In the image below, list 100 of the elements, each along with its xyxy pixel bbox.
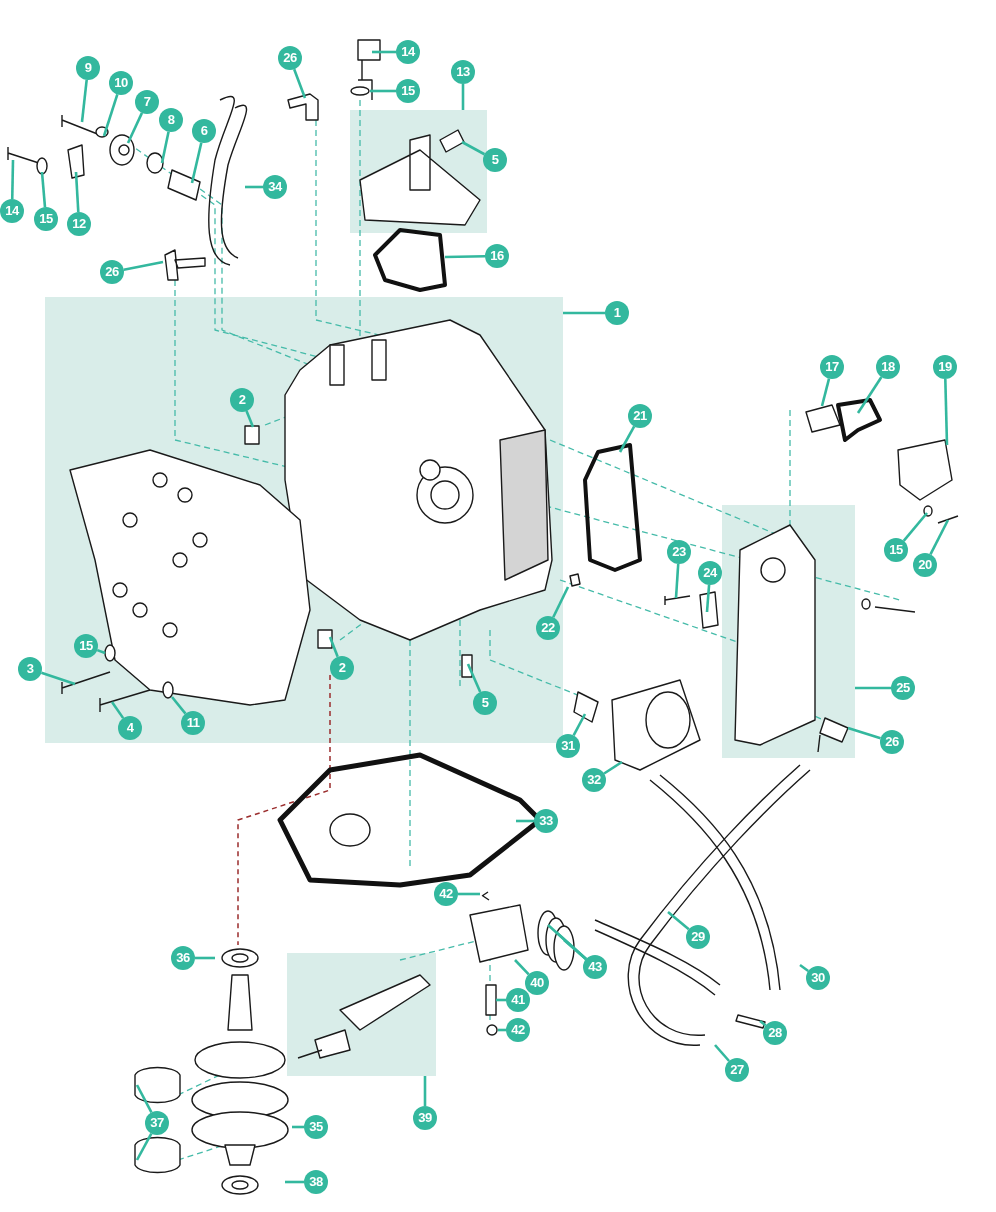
callout-number: 15	[34, 207, 58, 231]
callout-number: 13	[451, 60, 475, 84]
callout-number: 25	[891, 676, 915, 700]
leader-line	[135, 1084, 153, 1113]
callout-number: 18	[876, 355, 900, 379]
leader-line	[328, 636, 339, 658]
callout-number: 14	[396, 40, 420, 64]
callout-number: 15	[884, 538, 908, 562]
leader-line	[944, 378, 949, 446]
callout-number: 15	[396, 79, 420, 103]
callout-number: 41	[506, 988, 530, 1012]
callout-number: 21	[628, 404, 652, 428]
callout-number: 23	[667, 540, 691, 564]
callout-number: 34	[263, 175, 287, 199]
callout-number: 29	[686, 925, 710, 949]
callout-number: 26	[278, 46, 302, 70]
leader-line	[759, 1020, 767, 1027]
leader-line	[799, 963, 810, 973]
callout-number: 2	[230, 388, 254, 412]
leader-line	[516, 819, 534, 823]
leader-line	[80, 79, 88, 123]
callout-number: 17	[820, 355, 844, 379]
leader-line	[10, 159, 15, 200]
leader-line	[96, 648, 106, 655]
leader-line	[444, 254, 486, 259]
leader-line	[160, 131, 170, 164]
leader-line	[292, 1125, 304, 1129]
leader-line	[820, 378, 831, 407]
leader-line	[423, 1076, 427, 1106]
leader-line	[514, 959, 530, 976]
callout-number: 5	[483, 148, 507, 172]
leader-line	[902, 512, 928, 542]
leader-line	[370, 89, 396, 93]
leader-line	[563, 939, 587, 961]
callout-number: 2	[330, 656, 354, 680]
callout-number: 16	[485, 244, 509, 268]
leader-line	[245, 185, 263, 189]
leader-line	[135, 1132, 153, 1161]
leader-line	[856, 376, 883, 414]
callout-number: 24	[698, 561, 722, 585]
leader-line	[195, 956, 215, 960]
leader-line	[466, 663, 482, 693]
leader-line	[245, 410, 255, 428]
leader-line	[171, 696, 187, 715]
callout-number: 32	[582, 768, 606, 792]
leader-line	[461, 84, 465, 110]
callout-number: 15	[74, 634, 98, 658]
callout-number: 38	[304, 1170, 328, 1194]
callout-number: 42	[434, 882, 458, 906]
callout-number: 4	[118, 716, 142, 740]
leader-line	[572, 713, 587, 736]
callout-number: 8	[159, 108, 183, 132]
leader-line	[552, 586, 570, 618]
leader-line	[618, 425, 636, 453]
leader-line	[458, 892, 480, 896]
callout-number: 10	[109, 71, 133, 95]
callout-number: 14	[0, 199, 24, 223]
callout-number: 39	[413, 1106, 437, 1130]
callout-number: 26	[880, 730, 904, 754]
callout-number: 31	[556, 734, 580, 758]
callout-number: 19	[933, 355, 957, 379]
leader-line	[126, 112, 144, 144]
callout-number: 35	[304, 1115, 328, 1139]
leader-line	[705, 584, 711, 613]
leader-line	[372, 50, 396, 54]
leader-line	[190, 142, 203, 184]
leader-line	[929, 519, 950, 555]
leader-line	[40, 171, 47, 208]
callout-number: 36	[171, 946, 195, 970]
leader-line	[110, 701, 125, 719]
leader-line	[461, 140, 486, 156]
callout-number: 12	[67, 212, 91, 236]
leader-line	[714, 1044, 731, 1062]
callout-number: 40	[525, 971, 549, 995]
callout-number: 22	[536, 616, 560, 640]
callout-number: 1	[605, 301, 629, 325]
callout-number: 30	[806, 966, 830, 990]
leader-line	[285, 1180, 304, 1184]
leader-line	[563, 311, 605, 315]
callout-number: 5	[473, 691, 497, 715]
leader-line	[674, 563, 680, 599]
callout-number: 9	[76, 56, 100, 80]
leader-line	[667, 911, 690, 931]
leader-line	[102, 94, 119, 137]
callout-number: 6	[192, 119, 216, 143]
leader-line	[40, 671, 76, 686]
leader-line	[603, 760, 623, 775]
callout-number: 20	[913, 553, 937, 577]
callout-number: 11	[181, 711, 205, 735]
callout-number: 37	[145, 1111, 169, 1135]
callout-number: 3	[18, 657, 42, 681]
callout-number: 27	[725, 1058, 749, 1082]
leader-line	[74, 171, 80, 213]
leader-line	[498, 1028, 506, 1032]
callout-number: 42	[506, 1018, 530, 1042]
leader-line	[123, 260, 164, 271]
leader-line	[847, 726, 881, 740]
callout-number: 7	[135, 90, 159, 114]
callout-number: 28	[763, 1021, 787, 1045]
callout-number: 43	[583, 955, 607, 979]
